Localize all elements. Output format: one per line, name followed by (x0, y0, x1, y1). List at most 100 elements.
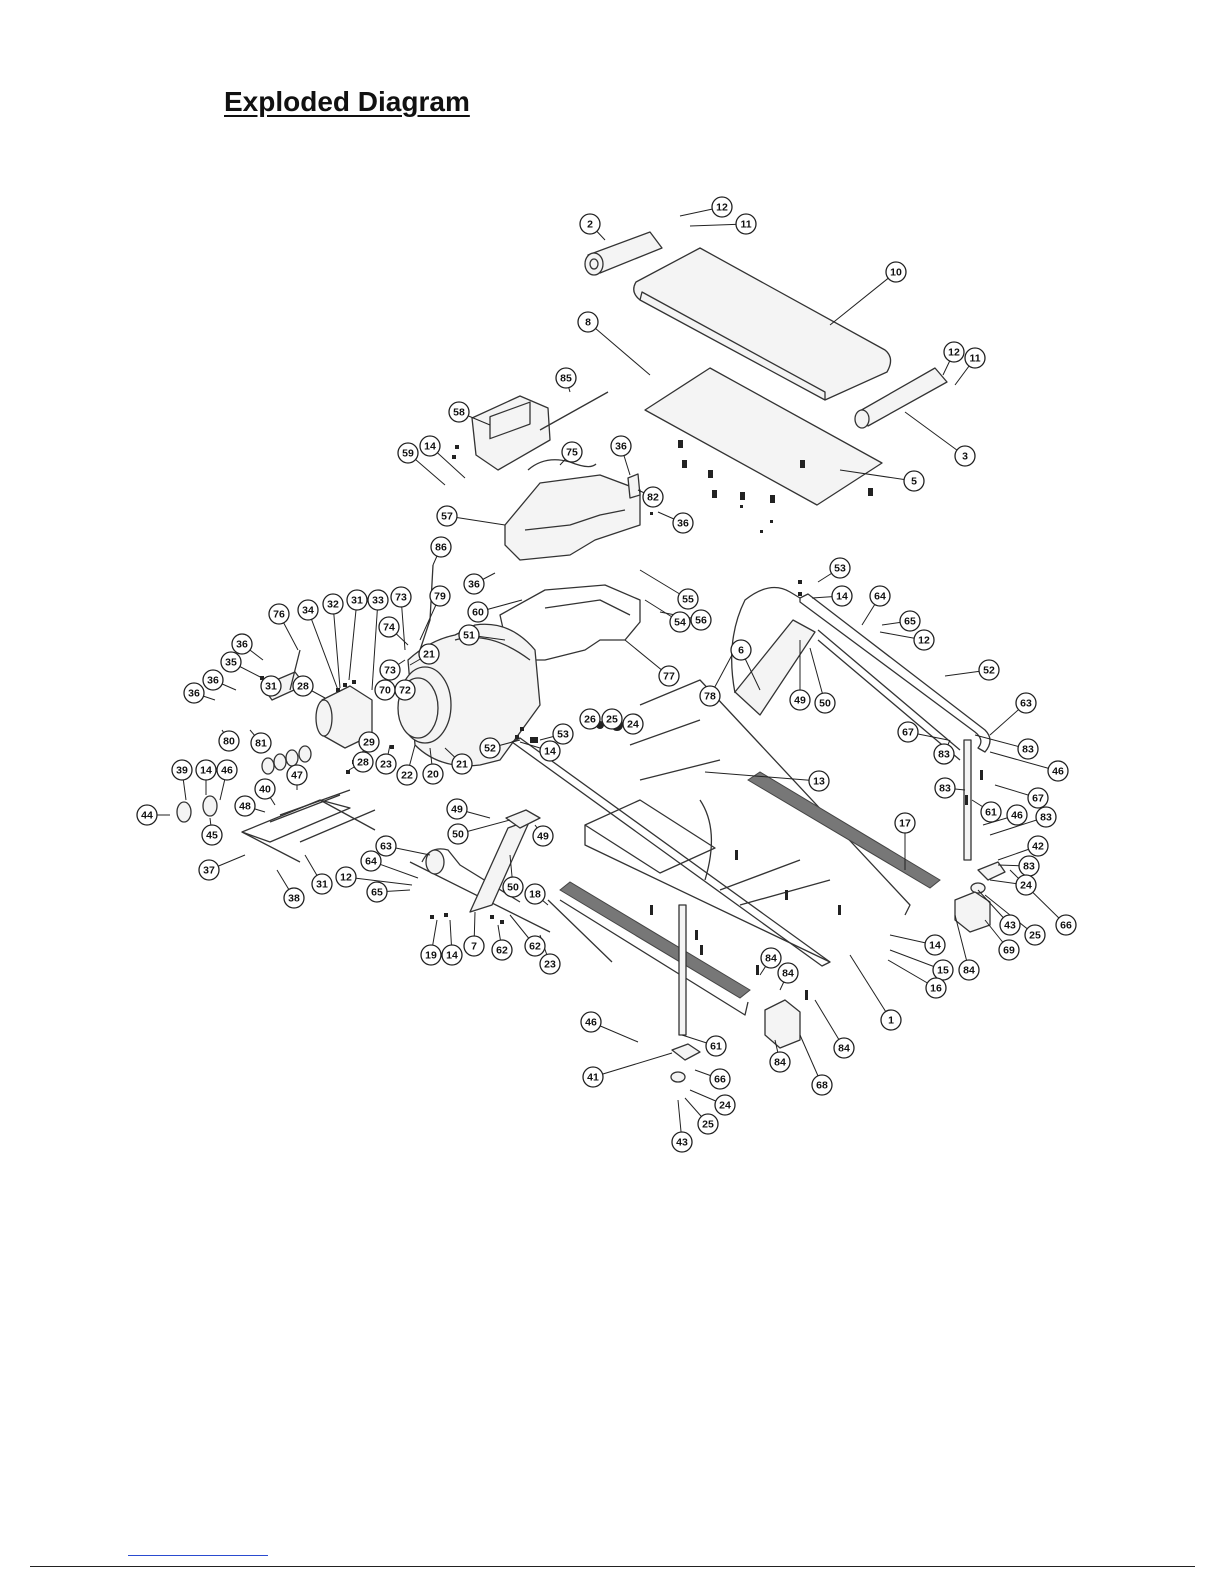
callout-number: 8 (585, 317, 591, 329)
part-callout-84: 84 (777, 962, 799, 984)
leader-line (989, 751, 1059, 772)
part-callout-19: 19 (420, 944, 442, 966)
callout-number: 23 (544, 959, 556, 971)
callout-circle (964, 347, 986, 369)
callout-circle (925, 977, 947, 999)
part-callout-23: 23 (539, 953, 561, 975)
part-callout-24: 24 (622, 713, 644, 735)
handrail-left-arm (817, 629, 961, 761)
callout-circle (420, 944, 442, 966)
part-callout-12: 12 (711, 196, 733, 218)
callout-number: 83 (938, 749, 950, 761)
part-callout-14: 14 (419, 435, 441, 457)
callout-circle (579, 213, 601, 235)
part-callout-34: 34 (297, 599, 319, 621)
callout-number: 13 (813, 776, 825, 788)
running-deck (644, 367, 883, 506)
part-callout-7: 7 (463, 935, 485, 957)
callout-number: 67 (902, 727, 914, 739)
callout-circle (1024, 924, 1046, 946)
callout-circle (430, 536, 452, 558)
part-callout-49: 49 (789, 689, 811, 711)
callout-circle (829, 557, 851, 579)
part-callout-72: 72 (394, 679, 416, 701)
callout-circle (491, 939, 513, 961)
part-callout-43: 43 (671, 1131, 693, 1153)
main-frame (511, 679, 911, 967)
callout-number: 42 (1032, 841, 1044, 853)
callout-circle (672, 512, 694, 534)
callout-circle (397, 442, 419, 464)
callout-number: 7 (471, 941, 477, 953)
callout-number: 50 (507, 882, 519, 894)
callout-circle (446, 798, 468, 820)
callout-number: 80 (223, 736, 235, 748)
part-callout-44: 44 (136, 804, 158, 826)
callout-number: 79 (434, 591, 446, 603)
callout-number: 21 (423, 649, 435, 661)
callout-number: 49 (537, 831, 549, 843)
callout-number: 62 (529, 941, 541, 953)
callout-circle (998, 939, 1020, 961)
callout-circle (360, 850, 382, 872)
callout-circle (642, 486, 664, 508)
callout-number: 31 (351, 595, 363, 607)
callout-circle (201, 824, 223, 846)
part-callout-43: 43 (999, 914, 1021, 936)
callout-number: 83 (1040, 812, 1052, 824)
callout-number: 33 (372, 595, 384, 607)
callout-number: 84 (963, 965, 975, 977)
part-callout-67: 67 (1027, 787, 1049, 809)
part-callout-15: 15 (932, 959, 954, 981)
callout-number: 34 (302, 605, 314, 617)
callout-number: 22 (401, 770, 413, 782)
callout-circle (346, 589, 368, 611)
part-callout-74: 74 (378, 616, 400, 638)
callout-circle (250, 732, 272, 754)
callout-circle (458, 624, 480, 646)
callout-circle (254, 778, 276, 800)
callout-circle (171, 759, 193, 781)
part-callout-28: 28 (292, 675, 314, 697)
callout-circle (463, 935, 485, 957)
callout-number: 40 (259, 784, 271, 796)
callout-circle (292, 675, 314, 697)
part-callout-36: 36 (672, 512, 694, 534)
part-callout-67: 67 (897, 721, 919, 743)
part-callout-36: 36 (463, 573, 485, 595)
callout-number: 43 (676, 1137, 688, 1149)
part-callout-28: 28 (352, 751, 374, 773)
part-callout-17: 17 (894, 812, 916, 834)
part-callout-14: 14 (195, 759, 217, 781)
callout-number: 74 (383, 622, 395, 634)
callout-circle (954, 445, 976, 467)
part-callout-47: 47 (286, 764, 308, 786)
part-callout-41: 41 (582, 1066, 604, 1088)
callout-circle (220, 651, 242, 673)
part-callout-86: 86 (430, 536, 452, 558)
callout-circle (436, 505, 458, 527)
callout-circle (869, 585, 891, 607)
callout-number: 28 (357, 757, 369, 769)
part-callout-14: 14 (924, 934, 946, 956)
callout-circle (283, 887, 305, 909)
part-callout-77: 77 (658, 665, 680, 687)
part-callout-83: 83 (934, 777, 956, 799)
callout-number: 36 (615, 441, 627, 453)
motor-hood-top (504, 474, 641, 561)
part-callout-14: 14 (539, 740, 561, 762)
callout-number: 64 (365, 856, 377, 868)
callout-number: 55 (682, 594, 694, 606)
part-callout-64: 64 (869, 585, 891, 607)
callout-number: 84 (838, 1043, 850, 1055)
callout-number: 81 (255, 738, 267, 750)
part-callout-36: 36 (610, 435, 632, 457)
leader-line (587, 321, 651, 376)
callout-number: 49 (451, 804, 463, 816)
callout-number: 52 (983, 665, 995, 677)
callout-circle (899, 610, 921, 632)
callout-number: 52 (484, 743, 496, 755)
callout-number: 20 (427, 769, 439, 781)
callout-circle (311, 873, 333, 895)
callout-number: 46 (585, 1017, 597, 1029)
